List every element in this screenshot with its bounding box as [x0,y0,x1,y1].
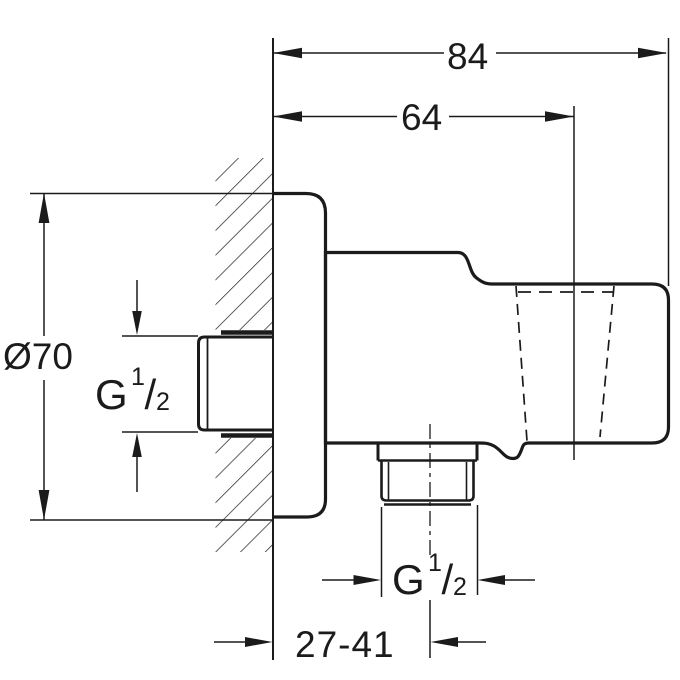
dim-2741-arrow-left [245,637,273,647]
inlet-pipe-outline [197,335,273,432]
dim-2741-arrow-right [430,637,458,647]
dim-outlet-arrow-left [353,575,381,585]
body-outline [323,250,671,461]
dim-84-label: 84 [447,36,488,77]
wall-hole-clearing [212,330,273,438]
dim-70-arrow-top [38,193,50,223]
holder-cone-left-dashed [515,285,528,442]
outlet-thread-outline [380,460,475,502]
dim-inlet-arrow-up [132,433,142,457]
holder-cone-hidden-lines [515,285,615,442]
dim-64-arrow-right [545,111,574,122]
dim-outlet-thread [322,505,535,597]
flange-outline [273,191,328,519]
holder-cone-right-dashed [599,285,615,438]
wall-section [212,38,274,660]
dim-wall-distance [214,600,486,658]
dim-70-arrow-bottom [38,490,50,520]
outlet-thread [376,443,479,506]
dim-84-arrow-left [273,47,302,59]
dim-64-arrow-left [273,111,302,122]
dim-70-label: Ø70 [3,336,73,377]
dim-flange-diameter [30,192,272,521]
dim-inlet-thread [122,280,198,492]
dim-holder-depth [273,106,575,460]
dim-2741-label: 27-41 [295,624,395,665]
product-outline [197,191,671,558]
inlet-pipe [197,335,273,432]
dim-total-depth [273,38,670,286]
dim-84-arrow-right [638,47,667,59]
dim-outlet-arrow-right [477,575,505,585]
dim-inlet-arrow-down [132,311,142,335]
dim-64-label: 64 [401,97,442,138]
